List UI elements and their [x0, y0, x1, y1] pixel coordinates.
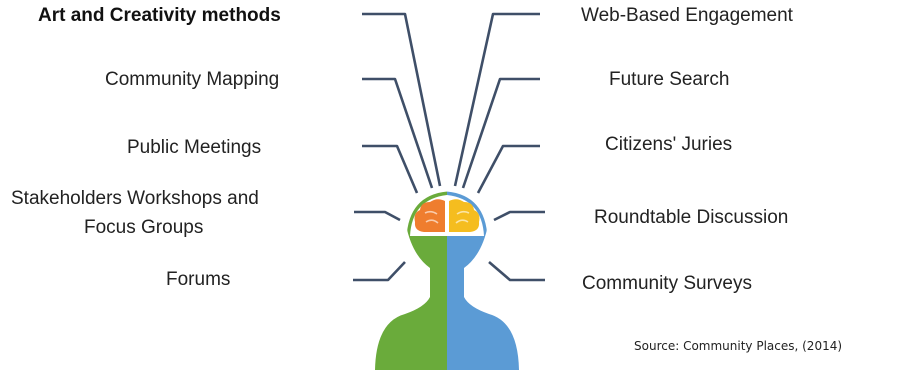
person-silhouette	[375, 186, 519, 370]
label-citizens-juries: Citizens' Juries	[605, 134, 733, 155]
connector-art-creativity	[362, 12, 442, 187]
brain-left-hemisphere	[414, 199, 445, 232]
connector-web-based	[453, 12, 540, 187]
label-forums: Forums	[166, 269, 231, 290]
label-roundtable-discussion: Roundtable Discussion	[594, 207, 789, 228]
connector-lines	[353, 12, 545, 282]
connector-community-mapping	[362, 77, 434, 189]
label-web-based-engagement: Web-Based Engagement	[581, 5, 793, 26]
source-caption: Source: Community Places, (2014)	[634, 339, 843, 353]
label-future-search: Future Search	[609, 69, 730, 90]
connector-roundtable	[493, 210, 545, 222]
connector-citizens-juries	[476, 144, 540, 194]
connector-future-search	[461, 77, 540, 189]
connector-forums	[353, 261, 406, 282]
connector-stakeholders	[354, 210, 401, 222]
brain-right-hemisphere	[449, 199, 480, 232]
label-public-meetings: Public Meetings	[127, 137, 262, 158]
label-stakeholders-workshops: Stakeholders Workshops and	[11, 188, 259, 209]
connector-surveys	[488, 261, 545, 282]
label-focus-groups: Focus Groups	[84, 217, 204, 238]
label-community-mapping: Community Mapping	[105, 69, 280, 90]
brain-icon	[414, 199, 480, 232]
label-community-surveys: Community Surveys	[582, 273, 752, 294]
connector-public-meetings	[362, 144, 419, 194]
label-art-creativity-methods: Art and Creativity methods	[38, 5, 281, 26]
